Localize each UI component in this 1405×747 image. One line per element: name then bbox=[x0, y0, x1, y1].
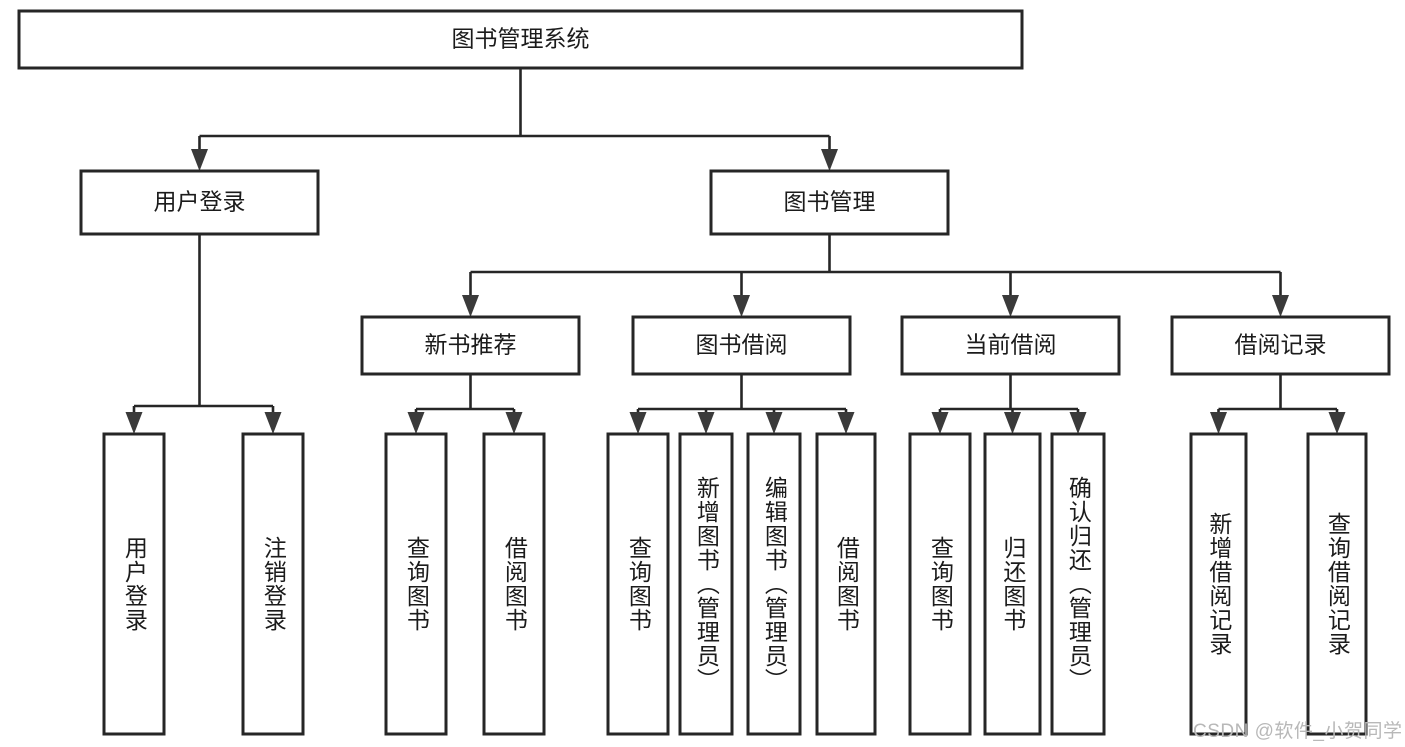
arrow-head-icon bbox=[765, 412, 783, 434]
node-box[interactable] bbox=[815, 432, 877, 736]
node-box[interactable] bbox=[1306, 432, 1368, 736]
arrow-head-icon bbox=[821, 149, 838, 171]
arrow-head-icon bbox=[1272, 295, 1289, 317]
arrow-head-icon bbox=[931, 412, 949, 434]
arrow-head-icon bbox=[629, 412, 647, 434]
arrow-head-icon bbox=[837, 412, 855, 434]
node-leaf-confirm-return[interactable] bbox=[1050, 432, 1106, 736]
node-leaf-add-record[interactable] bbox=[1189, 432, 1248, 736]
node-label: 借阅记录 bbox=[1235, 332, 1327, 358]
node-label: 新书推荐 bbox=[425, 332, 517, 358]
arrow-head-icon bbox=[125, 412, 143, 434]
arrow-head-icon bbox=[1210, 412, 1227, 434]
node-leaf-query-book-rec[interactable] bbox=[384, 432, 448, 736]
node-box[interactable] bbox=[746, 432, 802, 736]
arrow-head-icon bbox=[697, 412, 715, 434]
node-leaf-add-book[interactable] bbox=[678, 432, 734, 736]
node-box[interactable] bbox=[908, 432, 972, 736]
connector-layer bbox=[125, 68, 1346, 434]
node-box[interactable] bbox=[102, 432, 166, 736]
arrow-head-icon bbox=[264, 412, 282, 434]
node-box[interactable] bbox=[709, 169, 950, 236]
node-box[interactable] bbox=[17, 9, 1024, 70]
node-box[interactable] bbox=[1189, 432, 1248, 736]
node-box[interactable] bbox=[1050, 432, 1106, 736]
node-leaf-borrow-book[interactable] bbox=[815, 432, 877, 736]
node-root[interactable]: 图书管理系统 bbox=[17, 9, 1024, 70]
arrow-head-icon bbox=[505, 412, 523, 434]
node-user-login[interactable]: 用户登录 bbox=[79, 169, 320, 236]
node-box[interactable] bbox=[384, 432, 448, 736]
node-leaf-user-login[interactable] bbox=[102, 432, 166, 736]
node-book-manage[interactable]: 图书管理 bbox=[709, 169, 950, 236]
node-box[interactable] bbox=[1170, 315, 1391, 376]
watermark-text: CSDN @软件_小贺同学 bbox=[1193, 721, 1403, 742]
node-label: 用户登录 bbox=[154, 189, 246, 215]
node-box[interactable] bbox=[360, 315, 581, 376]
node-box[interactable] bbox=[482, 432, 546, 736]
node-box[interactable] bbox=[678, 432, 734, 736]
node-box[interactable] bbox=[79, 169, 320, 236]
arrow-head-icon bbox=[1002, 295, 1019, 317]
arrow-head-icon bbox=[1004, 412, 1021, 434]
node-leaf-query-record[interactable] bbox=[1306, 432, 1368, 736]
node-box[interactable] bbox=[900, 315, 1121, 376]
arrow-head-icon bbox=[1069, 412, 1087, 434]
arrow-head-icon bbox=[191, 149, 208, 171]
node-label: 图书借阅 bbox=[696, 332, 788, 358]
arrow-head-icon bbox=[733, 295, 750, 317]
node-new-book-rec[interactable]: 新书推荐 bbox=[360, 315, 581, 376]
node-current-borrow[interactable]: 当前借阅 bbox=[900, 315, 1121, 376]
node-leaf-edit-book[interactable] bbox=[746, 432, 802, 736]
arrow-head-icon bbox=[462, 295, 479, 317]
node-box[interactable] bbox=[983, 432, 1042, 736]
node-label: 图书管理系统 bbox=[452, 26, 590, 52]
node-borrow-record[interactable]: 借阅记录 bbox=[1170, 315, 1391, 376]
node-label: 图书管理 bbox=[784, 189, 876, 215]
node-leaf-borrow-book-rec[interactable] bbox=[482, 432, 546, 736]
arrow-head-icon bbox=[1328, 412, 1346, 434]
node-leaf-query-current[interactable] bbox=[908, 432, 972, 736]
node-box[interactable] bbox=[606, 432, 670, 736]
node-leaf-return-book[interactable] bbox=[983, 432, 1042, 736]
node-box[interactable] bbox=[241, 432, 305, 736]
node-label: 当前借阅 bbox=[965, 332, 1057, 358]
node-box[interactable] bbox=[631, 315, 852, 376]
node-leaf-user-logout[interactable] bbox=[241, 432, 305, 736]
node-leaf-query-book[interactable] bbox=[606, 432, 670, 736]
node-book-borrow[interactable]: 图书借阅 bbox=[631, 315, 852, 376]
arrow-head-icon bbox=[407, 412, 425, 434]
